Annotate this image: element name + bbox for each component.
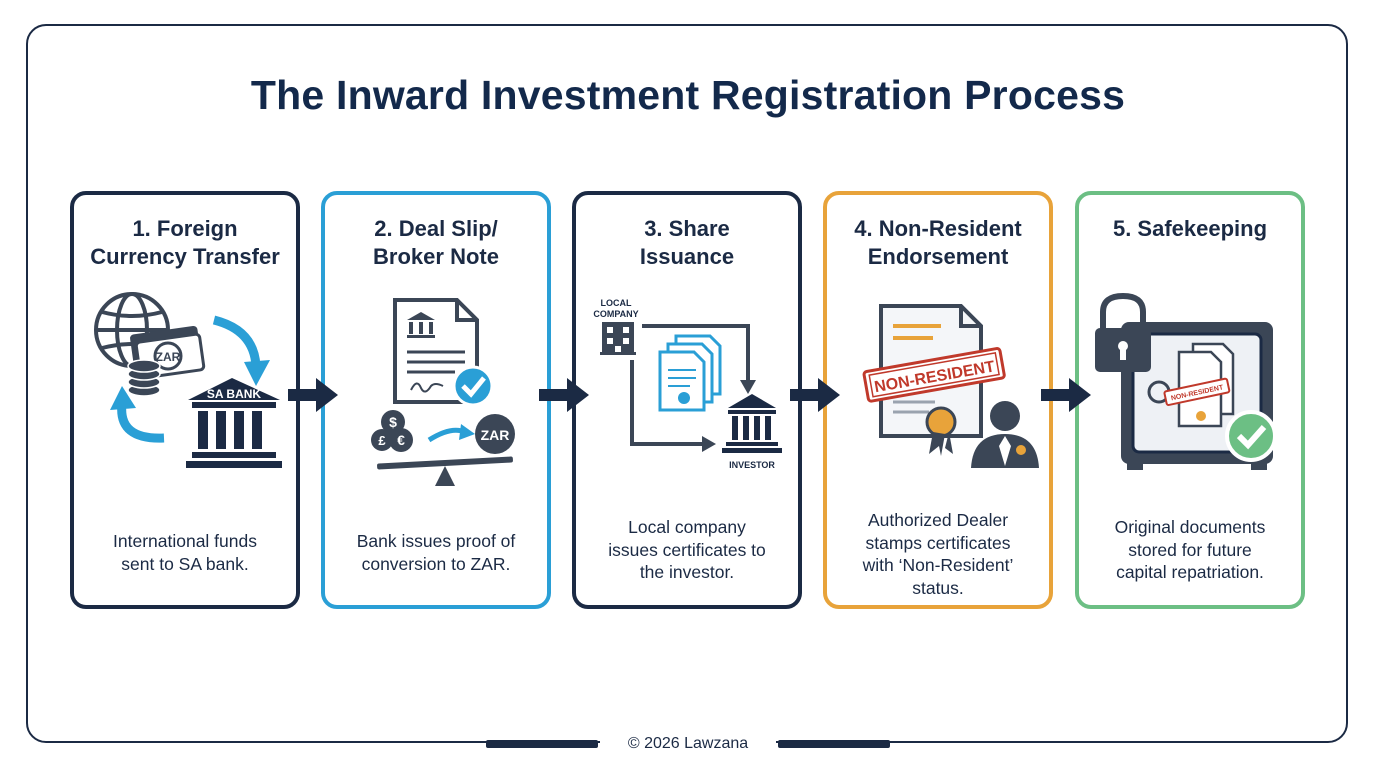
step-5-title-line: 5. Safekeeping <box>1112 216 1268 241</box>
step-4-desc-line: status. <box>912 577 964 598</box>
arrow-right-icon <box>288 378 338 412</box>
svg-text:£: £ <box>378 433 386 448</box>
step-1-title-line: 1. Foreign <box>132 216 238 241</box>
step-card-4: 4. Non-Resident Endorsement NON-RESIDENT… <box>823 191 1053 609</box>
safe-vault-icon: NON-RESIDENT <box>1095 292 1277 470</box>
arrow-right-icon <box>1041 378 1091 412</box>
footer-bar-right <box>778 740 890 748</box>
deal-slip-conversion-icon: $ € £ ZAR <box>371 298 515 486</box>
step-4-title-line: 4. Non-Resident <box>854 216 1022 241</box>
step-3-desc-line: the investor. <box>639 562 735 582</box>
svg-text:$: $ <box>389 414 397 430</box>
step-2-desc-line: conversion to ZAR. <box>361 553 511 574</box>
step-4-title: 4. Non-Resident Endorsement <box>827 215 1049 271</box>
step-2-description: Bank issues proof of conversion to ZAR. <box>335 530 537 575</box>
footer: © 2026 Lawzana <box>0 733 1376 755</box>
step-1-desc-line: sent to SA bank. <box>121 553 249 574</box>
copyright-text: © 2026 Lawzana <box>600 733 776 755</box>
step-5-desc-line: stored for future <box>1128 539 1252 560</box>
local-company-label-1: LOCAL <box>601 298 632 308</box>
step-4-title-line: Endorsement <box>867 244 1009 269</box>
step-4-description: Authorized Dealer stamps certificates wi… <box>837 509 1039 599</box>
step-2-title-line: Broker Note <box>373 244 499 269</box>
svg-text:€: € <box>397 432 405 448</box>
step-5-title: 5. Safekeeping <box>1079 215 1301 243</box>
step-3-desc-line: Local company <box>628 517 746 537</box>
step-1-title-line: Currency Transfer <box>90 244 280 269</box>
step-2-title-line: 2. Deal Slip/ <box>374 216 498 241</box>
share-issuance-icon: LOCAL COMPANY INVESTOR <box>593 298 782 470</box>
footer-bar-left <box>486 740 598 748</box>
step-5-description: Original documents stored for future cap… <box>1089 516 1291 584</box>
step-1-title: 1. Foreign Currency Transfer <box>74 215 296 271</box>
step-3-title: 3. Share Issuance <box>576 215 798 271</box>
step-1-desc-line: International funds <box>113 531 257 551</box>
step-4-desc-line: Authorized Dealer <box>867 510 1009 530</box>
arrow-right-icon <box>790 378 840 412</box>
globe-bank-transfer-icon: ZAR SA BANK <box>94 292 282 468</box>
step-card-2: 2. Deal Slip/ Broker Note $ € £ ZAR Bank… <box>321 191 551 609</box>
step-3-description: Local company issues certificates to the… <box>586 516 788 584</box>
sa-bank-icon-label: SA BANK <box>207 387 262 401</box>
step-3-desc-line: issues certificates to <box>608 539 766 560</box>
zar-coin-label: ZAR <box>481 427 510 443</box>
non-resident-stamp-icon: NON-RESIDENT <box>862 304 1039 468</box>
step-1-description: International funds sent to SA bank. <box>84 530 286 575</box>
step-card-3: 3. Share Issuance LOCAL COMPANY INVESTOR… <box>572 191 802 609</box>
investor-label: INVESTOR <box>729 460 775 470</box>
local-company-label-2: COMPANY <box>593 309 638 319</box>
zar-icon-label: ZAR <box>156 350 181 364</box>
step-2-title: 2. Deal Slip/ Broker Note <box>325 215 547 271</box>
step-4-desc-line: stamps certificates <box>865 532 1011 553</box>
arrow-right-icon <box>539 378 589 412</box>
step-card-1: 1. Foreign Currency Transfer ZAR SA BANK <box>70 191 300 609</box>
step-card-5: 5. Safekeeping NON-RESIDENT Original doc… <box>1075 191 1305 609</box>
page-title: The Inward Investment Registration Proce… <box>250 72 1126 118</box>
step-3-title-line: 3. Share <box>644 216 730 241</box>
step-5-desc-line: capital repatriation. <box>1116 562 1264 582</box>
step-3-title-line: Issuance <box>639 244 735 269</box>
step-5-desc-line: Original documents <box>1114 517 1266 537</box>
step-4-desc-line: with ‘Non-Resident’ <box>862 555 1014 575</box>
step-2-desc-line: Bank issues proof of <box>356 531 516 551</box>
